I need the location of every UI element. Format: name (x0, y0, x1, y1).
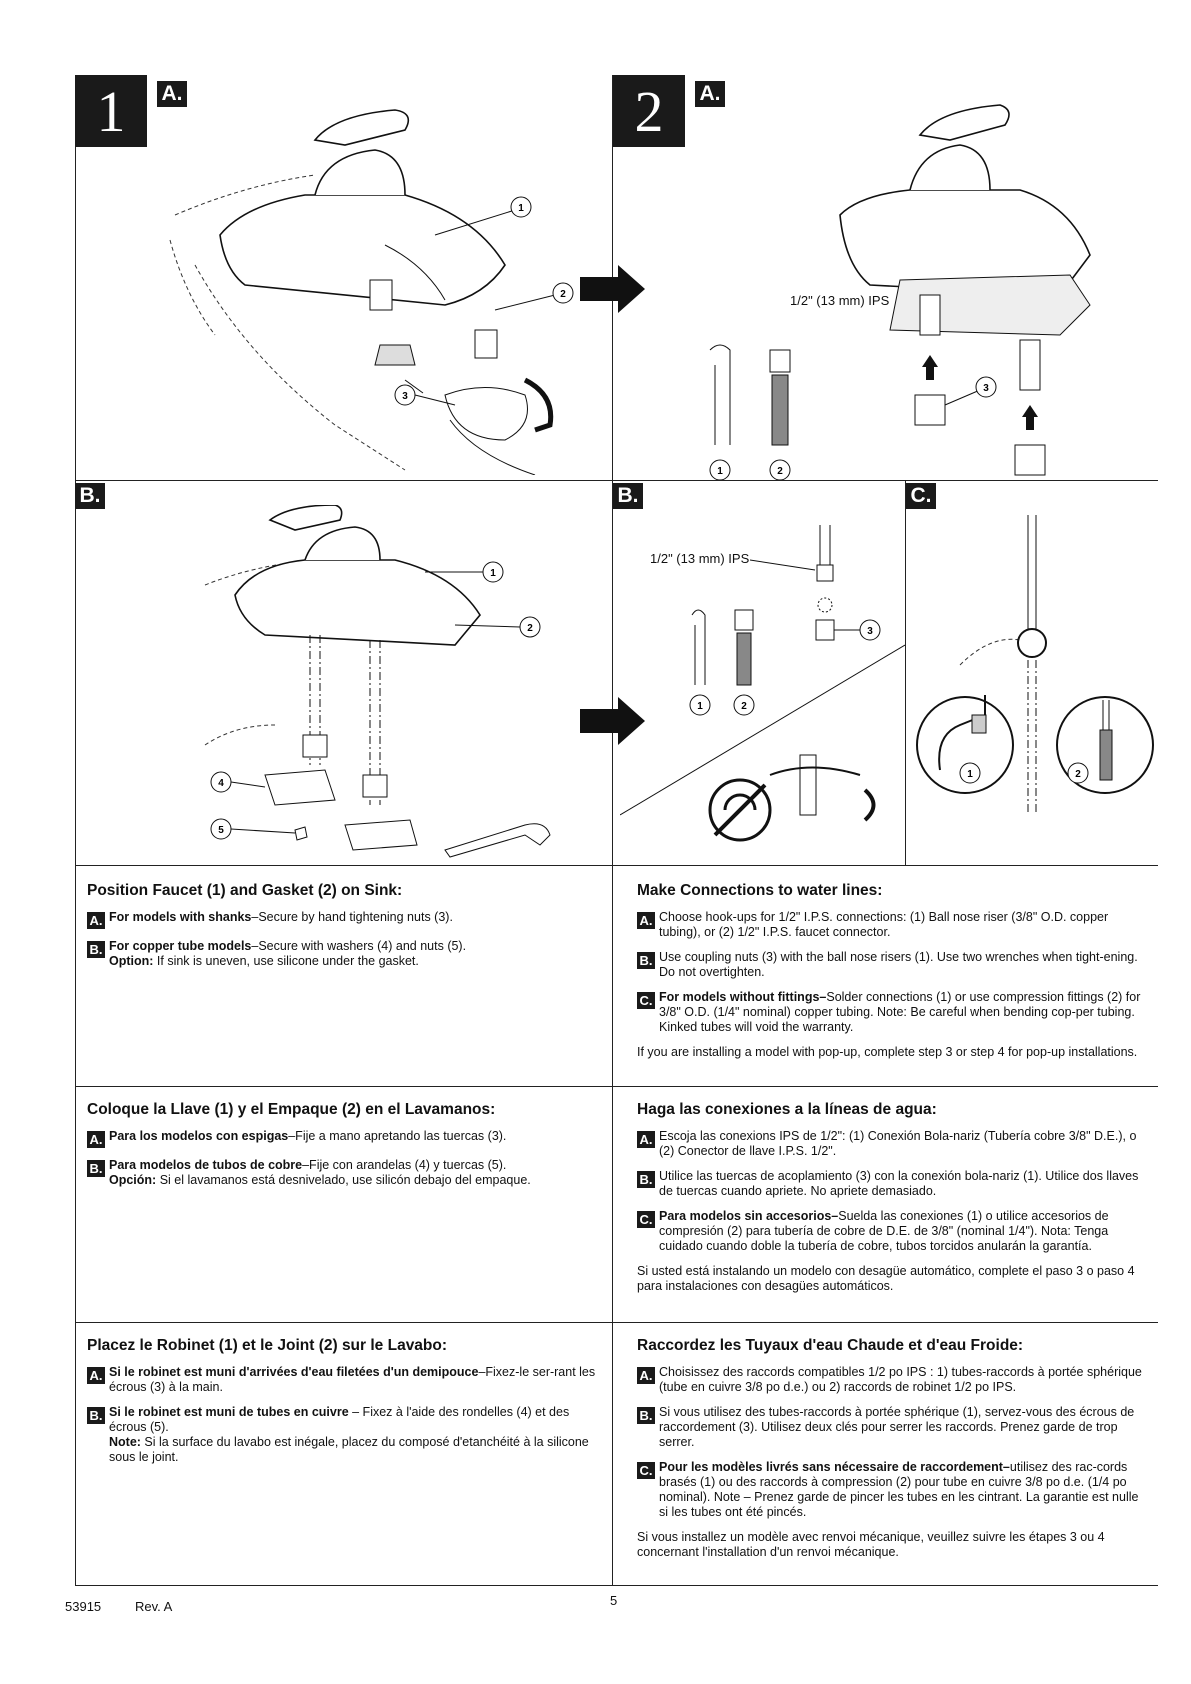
badge-a: A. (87, 912, 105, 929)
instruction-a: A. For models with shanks–Secure by hand… (87, 910, 602, 929)
step-1-number: 1 (75, 75, 147, 147)
badge-a: A. (87, 1367, 105, 1384)
section-fr-connections: Raccordez les Tuyaux d'eau Chaude et d'e… (637, 1337, 1149, 1560)
popup-note: If you are installing a model with pop-u… (637, 1045, 1138, 1059)
section-en-connections: Make Connections to water lines: A. Choo… (637, 882, 1149, 1060)
popup-note: Si usted está instalando un modelo con d… (637, 1264, 1135, 1293)
step-1b-label: B. (75, 483, 105, 509)
instruction-page: 1 A. 2 A. B. B. C. 1 2 3 (65, 75, 1158, 1614)
svg-text:3: 3 (867, 626, 873, 637)
badge-b: B. (87, 1160, 105, 1177)
svg-text:2: 2 (560, 289, 566, 300)
badge-c: C. (637, 992, 655, 1009)
instruction-a: A. Choisissez des raccords compatibles 1… (637, 1365, 1149, 1395)
badge-b: B. (87, 1407, 105, 1424)
instruction-b: B. Si vous utilisez des tubes-raccords à… (637, 1405, 1149, 1450)
revision: Rev. A (135, 1599, 173, 1614)
svg-text:1: 1 (717, 466, 723, 477)
doc-number: 53915 (65, 1599, 102, 1614)
step-1a-label: A. (157, 81, 187, 107)
figure-1a-faucet-hand-tighten: 1 2 3 (169, 109, 574, 475)
step-2-number: 2 (613, 75, 685, 147)
badge-a: A. (637, 1131, 655, 1148)
section-title: Haga las conexiones a la líneas de agua: (637, 1101, 937, 1118)
svg-text:3: 3 (402, 391, 408, 402)
figure-2c-solder-compression: 1 2 (916, 515, 1154, 815)
instruction-b: B. Para modelos de tubos de cobre–Fije c… (87, 1158, 602, 1188)
left-border (75, 75, 76, 1586)
center-divider (612, 75, 613, 1586)
section-fr-position-faucet: Placez le Robinet (1) et le Joint (2) su… (87, 1337, 602, 1475)
svg-text:4: 4 (218, 778, 224, 789)
instruction-b: B. For copper tube models–Secure with wa… (87, 939, 602, 969)
step-2c-label: C. (906, 483, 936, 509)
instruction-c: C. Para modelos sin accesorios–Suelda la… (637, 1209, 1149, 1254)
figure-1b-copper-tube: 1 2 4 5 (204, 505, 551, 858)
section-es-connections: Haga las conexiones a la líneas de agua:… (637, 1101, 1149, 1294)
instruction-c: C. For models without fittings–Solder co… (637, 990, 1149, 1035)
instruction-c: C. Pour les modèles livrés sans nécessai… (637, 1460, 1149, 1520)
figure-2a-connections: 3 1 2 1/2" (13 mm) IPS (709, 104, 1091, 480)
instruction-a: A. Choose hook-ups for 1/2" I.P.S. conne… (637, 910, 1149, 940)
figure-2b-coupling-nuts: 3 1 2 1/2" (13 mm) IPS (620, 525, 905, 842)
svg-text:2: 2 (777, 466, 783, 477)
svg-text:1: 1 (518, 203, 524, 214)
step-2a-label: A. (695, 81, 725, 107)
svg-text:2: 2 (527, 623, 533, 634)
row-divider-1 (75, 480, 1158, 481)
row-divider-4 (75, 1322, 1158, 1323)
svg-text:3: 3 (983, 383, 989, 394)
instruction-b: B. Utilice las tuercas de acoplamiento (… (637, 1169, 1149, 1199)
instruction-b: B. Use coupling nuts (3) with the ball n… (637, 950, 1149, 980)
arrow-right-icon (580, 265, 645, 313)
instruction-a: A. Escoja las conexions IPS de 1/2": (1)… (637, 1129, 1149, 1159)
section-es-position-faucet: Coloque la Llave (1) y el Empaque (2) en… (87, 1101, 602, 1198)
badge-a: A. (637, 912, 655, 929)
badge-c: C. (637, 1462, 655, 1479)
bottom-border (75, 1585, 1158, 1586)
svg-text:2: 2 (741, 701, 747, 712)
popup-note: Si vous installez un modèle avec renvoi … (637, 1530, 1105, 1559)
step-2b-label: B. (613, 483, 643, 509)
instruction-a: A. Si le robinet est muni d'arrivées d'e… (87, 1365, 602, 1395)
section-title: Make Connections to water lines: (637, 882, 883, 899)
svg-text:1: 1 (490, 568, 496, 579)
row-divider-3 (75, 1086, 1158, 1087)
arrow-right-icon (580, 697, 645, 745)
svg-text:5: 5 (218, 825, 224, 836)
section-title: Position Faucet (1) and Gasket (2) on Si… (87, 882, 403, 899)
row-divider-2 (75, 865, 1158, 866)
badge-a: A. (637, 1367, 655, 1384)
section-title: Placez le Robinet (1) et le Joint (2) su… (87, 1337, 448, 1354)
section-title: Raccordez les Tuyaux d'eau Chaude et d'e… (637, 1337, 1024, 1354)
ips-label-2a: 1/2" (13 mm) IPS (790, 293, 890, 308)
instruction-a: A. Para los modelos con espigas–Fije a m… (87, 1129, 602, 1148)
instruction-b: B. Si le robinet est muni de tubes en cu… (87, 1405, 602, 1465)
svg-text:1: 1 (967, 769, 973, 780)
badge-a: A. (87, 1131, 105, 1148)
badge-b: B. (637, 1407, 655, 1424)
badge-c: C. (637, 1211, 655, 1228)
page-number: 5 (610, 1593, 618, 1608)
badge-b: B. (637, 1171, 655, 1188)
section-en-position-faucet: Position Faucet (1) and Gasket (2) on Si… (87, 882, 602, 979)
step2-bc-divider (905, 480, 906, 865)
svg-text:2: 2 (1075, 769, 1081, 780)
svg-text:1: 1 (697, 701, 703, 712)
badge-b: B. (637, 952, 655, 969)
ips-label-2b: 1/2" (13 mm) IPS (650, 551, 750, 566)
badge-b: B. (87, 941, 105, 958)
section-title: Coloque la Llave (1) y el Empaque (2) en… (87, 1101, 496, 1118)
